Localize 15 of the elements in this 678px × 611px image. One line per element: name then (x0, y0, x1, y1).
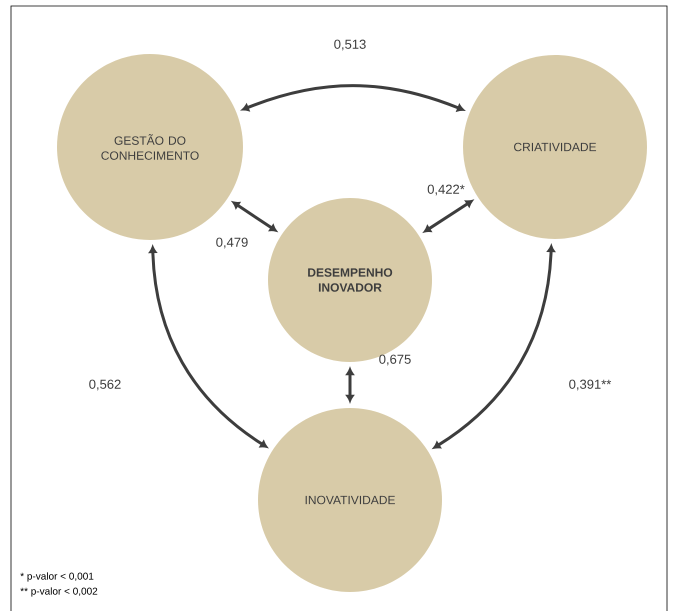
arrow (433, 244, 556, 449)
circle-node: CRIATIVIDADE (463, 55, 647, 239)
arrow (424, 200, 474, 233)
edge-label: 0,391** (569, 380, 612, 390)
arrow (232, 201, 277, 232)
arrow (346, 368, 354, 402)
arrow (242, 84, 464, 112)
circle-node: INOVATIVIDADE (258, 408, 442, 592)
edge-label: 0,479 (216, 238, 248, 248)
footnote: * p-valor < 0,001 (20, 572, 94, 582)
arrow (148, 246, 268, 448)
footnote: ** p-valor < 0,002 (20, 587, 98, 597)
edge-label: 0,513 (334, 40, 366, 50)
edge-label: 0,562 (89, 380, 121, 390)
edge-label: 0,422* (428, 184, 465, 196)
